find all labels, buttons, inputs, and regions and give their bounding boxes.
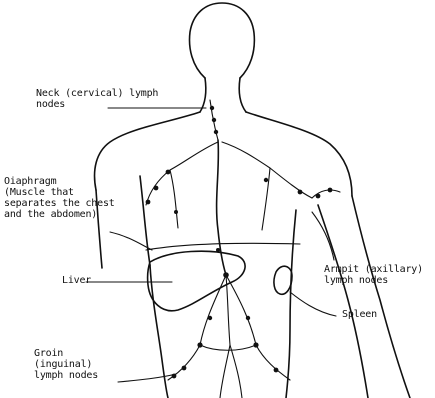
pelvic-cross bbox=[200, 345, 256, 350]
label-armpit: Armpit (axillary) lymph nodes bbox=[324, 264, 423, 286]
abdominal-branch-mid bbox=[226, 275, 230, 345]
neck-right bbox=[239, 78, 246, 112]
left-arm-inner bbox=[140, 176, 150, 265]
label-neck: Neck (cervical) lymph nodes bbox=[36, 88, 158, 110]
abdominal-branch-left bbox=[200, 275, 226, 345]
right-vessel-2 bbox=[262, 168, 270, 230]
label-groin: Groin (inguinal) lymph nodes bbox=[34, 348, 98, 381]
thoracic-duct bbox=[217, 140, 226, 275]
lymph-node-clusters bbox=[146, 106, 333, 379]
groin-vessel-right bbox=[256, 345, 290, 380]
label-diaphragm: Oiaphragm (Muscle that separates the che… bbox=[4, 176, 115, 220]
right-vessel bbox=[222, 142, 312, 198]
neck-left bbox=[200, 78, 206, 112]
leader-groin bbox=[118, 374, 176, 382]
right-arm-outer bbox=[352, 196, 410, 398]
label-spleen: Spleen bbox=[342, 309, 377, 320]
leader-spleen bbox=[290, 292, 336, 316]
right-shoulder bbox=[246, 112, 352, 196]
pelvic-vessel-down bbox=[220, 345, 230, 398]
liver-outline bbox=[148, 251, 245, 311]
label-liver: Liver bbox=[62, 275, 91, 286]
spleen-outline bbox=[274, 266, 292, 294]
diaphragm-line bbox=[146, 243, 300, 250]
left-vessel bbox=[146, 142, 218, 205]
abdominal-branch-right bbox=[226, 275, 256, 345]
left-vessel-2 bbox=[170, 170, 178, 228]
pelvic-vessel-down-2 bbox=[230, 345, 242, 398]
right-torso-side bbox=[286, 210, 296, 398]
head-outline bbox=[190, 3, 255, 78]
